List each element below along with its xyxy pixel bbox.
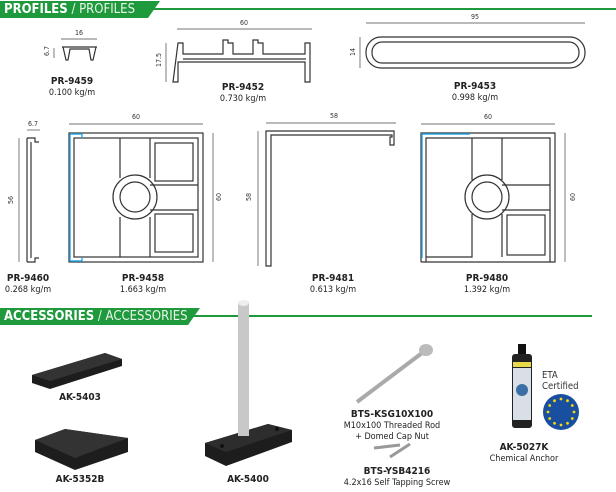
accessory-desc: Chemical Anchor	[489, 454, 559, 464]
profile-pr-9460-drawing	[18, 129, 40, 263]
accessory-desc: + Domed Cap Nut	[355, 432, 429, 442]
profile-code: PR-9480	[465, 273, 509, 284]
accessory-code: AK-5352B	[55, 474, 105, 485]
dim-width: 6.7	[27, 120, 39, 128]
profile-weight: 0.998 kg/m	[451, 93, 499, 103]
ak-5403-image	[32, 353, 122, 389]
profiles-header: PROFILES / PROFILES	[0, 1, 160, 18]
profile-pr-9481-drawing	[257, 122, 396, 267]
dim-height: 14	[349, 47, 358, 57]
profile-pr-9480-drawing	[420, 123, 566, 263]
dim-height: 60	[215, 192, 224, 202]
accessory-desc: M10x100 Threaded Rod	[343, 421, 441, 431]
dim-width: 16	[74, 29, 84, 37]
header-rule	[190, 315, 236, 317]
header-bold: PROFILES	[4, 2, 68, 17]
accessory-code: BTS-KSG10X100	[350, 409, 434, 420]
eta-line1: ETA	[542, 370, 558, 381]
accessory-images	[32, 300, 579, 470]
eu-stars-icon	[543, 394, 579, 430]
header-light: / ACCESSORIES	[97, 309, 188, 324]
dim-height: 6.7	[43, 45, 52, 57]
profile-code: PR-9460	[6, 273, 50, 284]
accessory-code: AK-5027K	[499, 442, 549, 453]
header-light: / PROFILES	[71, 2, 135, 17]
threaded-rod-image	[355, 344, 433, 404]
ak-5400-image	[205, 300, 292, 466]
dim-height: 58	[245, 192, 254, 202]
dim-height: 56	[7, 195, 16, 205]
profile-code: PR-9459	[50, 76, 94, 87]
screws-image	[373, 442, 411, 459]
profile-weight: 1.392 kg/m	[463, 285, 511, 295]
header-bold: ACCESSORIES	[4, 309, 95, 324]
ak-5352b-image	[35, 429, 128, 470]
profile-weight: 0.613 kg/m	[309, 285, 357, 295]
eta-line2: Certified	[542, 381, 579, 392]
profile-pr-9459-drawing	[53, 38, 97, 61]
dim-width: 95	[470, 13, 480, 21]
profile-pr-9458-drawing	[68, 123, 214, 263]
header-rule	[150, 8, 616, 10]
profile-weight: 0.268 kg/m	[4, 285, 52, 295]
profile-pr-9452-drawing	[165, 28, 312, 83]
profile-code: PR-9453	[453, 81, 497, 92]
profile-code: PR-9481	[311, 273, 355, 284]
accessory-code: AK-5403	[59, 392, 101, 403]
profile-weight: 1.663 kg/m	[119, 285, 167, 295]
dim-height: 60	[569, 192, 578, 202]
accessory-desc: 4.2x16 Self Tapping Screw	[343, 478, 451, 488]
profile-pr-9453-drawing	[359, 22, 586, 69]
header-rule	[222, 315, 592, 317]
accessory-code: BTS-YSB4216	[363, 466, 431, 477]
accessories-header: ACCESSORIES / ACCESSORIES	[0, 308, 200, 325]
dim-width: 58	[329, 112, 339, 120]
dim-width: 60	[131, 113, 141, 121]
dim-height: 17.5	[155, 52, 164, 68]
profile-weight: 0.730 kg/m	[219, 94, 267, 104]
profile-weight: 0.100 kg/m	[48, 88, 96, 98]
profile-code: PR-9452	[221, 82, 265, 93]
accessory-code: AK-5400	[227, 474, 269, 485]
chemical-anchor-image	[512, 344, 532, 428]
dim-width: 60	[239, 19, 249, 27]
dim-width: 60	[483, 113, 493, 121]
profile-code: PR-9458	[121, 273, 165, 284]
